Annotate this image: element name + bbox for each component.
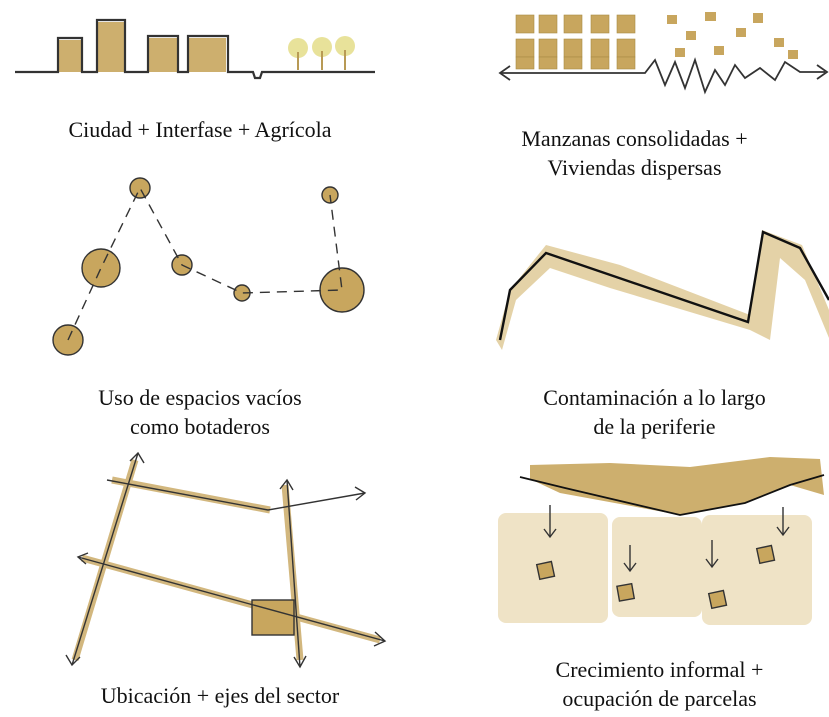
- connection-path: [67, 186, 343, 341]
- caption-line: de la periferie: [593, 414, 716, 439]
- zigzag-line: [500, 57, 825, 95]
- panel-espacios: Uso de espacios vacíos como botaderos: [0, 160, 400, 445]
- caption-line: Contaminación a lo largo: [543, 385, 766, 410]
- informal-growth-band: [530, 457, 824, 515]
- axis-lines: [71, 452, 386, 668]
- growth-edge-line: [519, 474, 825, 516]
- caption-ubicacion: Ubicación + ejes del sector: [0, 681, 440, 710]
- caption-manzanas: Manzanas consolidadas + Viviendas disper…: [440, 124, 829, 182]
- skyline-line: [15, 18, 375, 80]
- periphery-line: [498, 230, 829, 341]
- building-2: [97, 22, 125, 72]
- arrow-left-icon: [498, 65, 511, 81]
- caption-line: Ubicación + ejes del sector: [100, 683, 340, 708]
- occupied-plots: [535, 544, 776, 610]
- pollution-band: [496, 230, 829, 350]
- arrowhead-icons: [65, 451, 387, 669]
- building-4: [188, 38, 226, 72]
- caption-ciudad: Ciudad + Interfase + Agrícola: [0, 115, 400, 144]
- panel-ubicacion: Ubicación + ejes del sector: [0, 445, 440, 717]
- espacios-sketch: [52, 177, 365, 356]
- arrow-right-icon: [816, 64, 829, 80]
- ubicacion-sketch: [65, 451, 387, 669]
- scattered-houses: [667, 12, 798, 59]
- consolidated-blocks: [515, 14, 636, 70]
- caption-line: como botaderos: [130, 414, 270, 439]
- axes-shadow: [71, 458, 381, 662]
- ciudad-sketch: [15, 18, 375, 80]
- caption-line: Viviendas dispersas: [547, 155, 722, 180]
- dump-spots: [52, 177, 365, 356]
- panel-contaminacion: Contaminación a lo largo de la periferie: [480, 190, 829, 445]
- building-3: [148, 38, 178, 72]
- caption-line: Manzanas consolidadas +: [521, 126, 748, 151]
- caption-crecimiento: Crecimiento informal + ocupación de parc…: [490, 655, 829, 713]
- caption-line: Uso de espacios vacíos: [98, 385, 302, 410]
- panel-ciudad: Ciudad + Interfase + Agrícola: [0, 0, 400, 160]
- caption-line: Ciudad + Interfase + Agrícola: [68, 117, 332, 142]
- caption-line: Crecimiento informal +: [555, 657, 764, 682]
- caption-contaminacion: Contaminación a lo largo de la periferie: [470, 383, 829, 441]
- panel-crecimiento: Crecimiento informal + ocupación de parc…: [490, 445, 829, 717]
- caption-line: ocupación de parcelas: [562, 686, 757, 711]
- building-1: [58, 40, 82, 72]
- contaminacion-sketch: [496, 230, 829, 350]
- panel-manzanas: Manzanas consolidadas + Viviendas disper…: [440, 0, 829, 190]
- sector-block: [251, 599, 295, 636]
- tree-icons: [288, 36, 355, 70]
- parcel-arrows: [543, 505, 790, 573]
- manzanas-sketch: [498, 12, 829, 95]
- caption-espacios: Uso de espacios vacíos como botaderos: [0, 383, 400, 441]
- crecimiento-sketch: [498, 457, 825, 625]
